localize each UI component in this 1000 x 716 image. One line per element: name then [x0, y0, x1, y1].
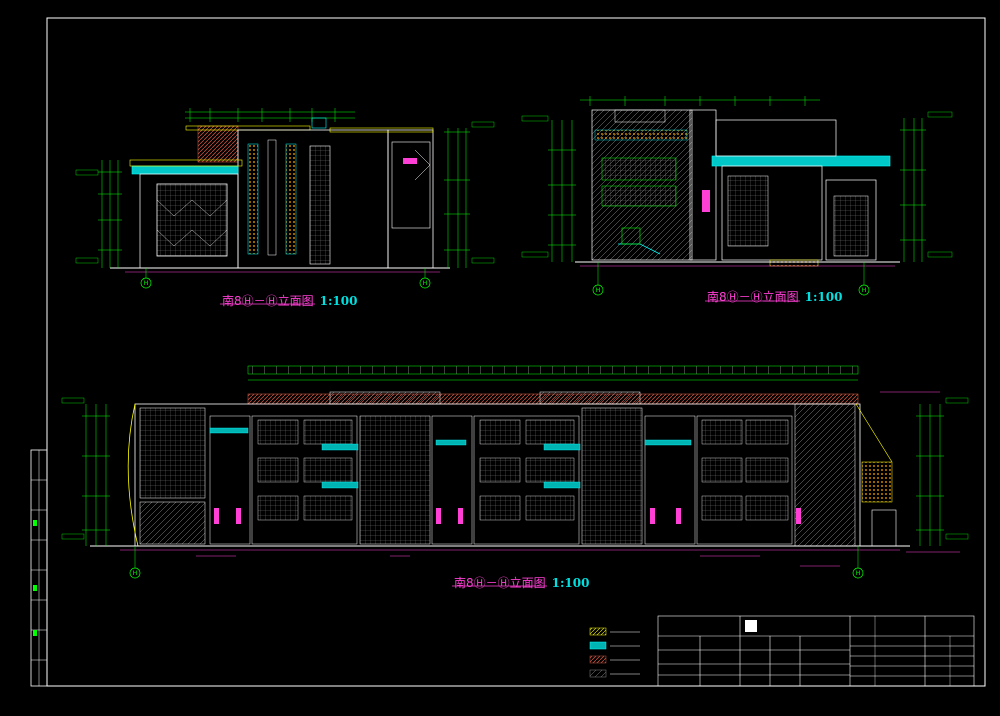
- caption-bottom: 南8Ⓗ－Ⓗ立面图 1:100: [454, 572, 589, 591]
- sheet-outer-frame: [46, 17, 986, 687]
- caption-top-right-scale: 1:100: [804, 290, 843, 304]
- caption-top-left: 南8Ⓗ－Ⓗ立面图 1:100: [222, 290, 357, 309]
- elevation-top-left: [75, 108, 495, 289]
- binding-strip: [30, 449, 48, 687]
- axis-label-bt-left: H: [133, 570, 138, 577]
- caption-top-right-title: 南8Ⓗ－Ⓗ立面图: [707, 290, 799, 304]
- title-block: [657, 615, 975, 687]
- elevation-bottom: [61, 365, 969, 579]
- caption-top-left-scale: 1:100: [319, 294, 358, 308]
- axis-label-bt-right: H: [856, 570, 861, 577]
- axis-label-tr-right: H: [862, 287, 867, 294]
- caption-bottom-title: 南8Ⓗ－Ⓗ立面图: [454, 576, 546, 590]
- caption-top-right: 南8Ⓗ－Ⓗ立面图 1:100: [707, 286, 842, 305]
- material-legend: [589, 627, 640, 678]
- axis-label-tl-right: H: [423, 280, 428, 287]
- axis-label-tl-left: H: [144, 280, 149, 287]
- axis-label-tr-left: H: [596, 287, 601, 294]
- caption-bottom-scale: 1:100: [551, 576, 590, 590]
- elevation-top-right: [521, 96, 953, 296]
- caption-top-left-title: 南8Ⓗ－Ⓗ立面图: [222, 294, 314, 308]
